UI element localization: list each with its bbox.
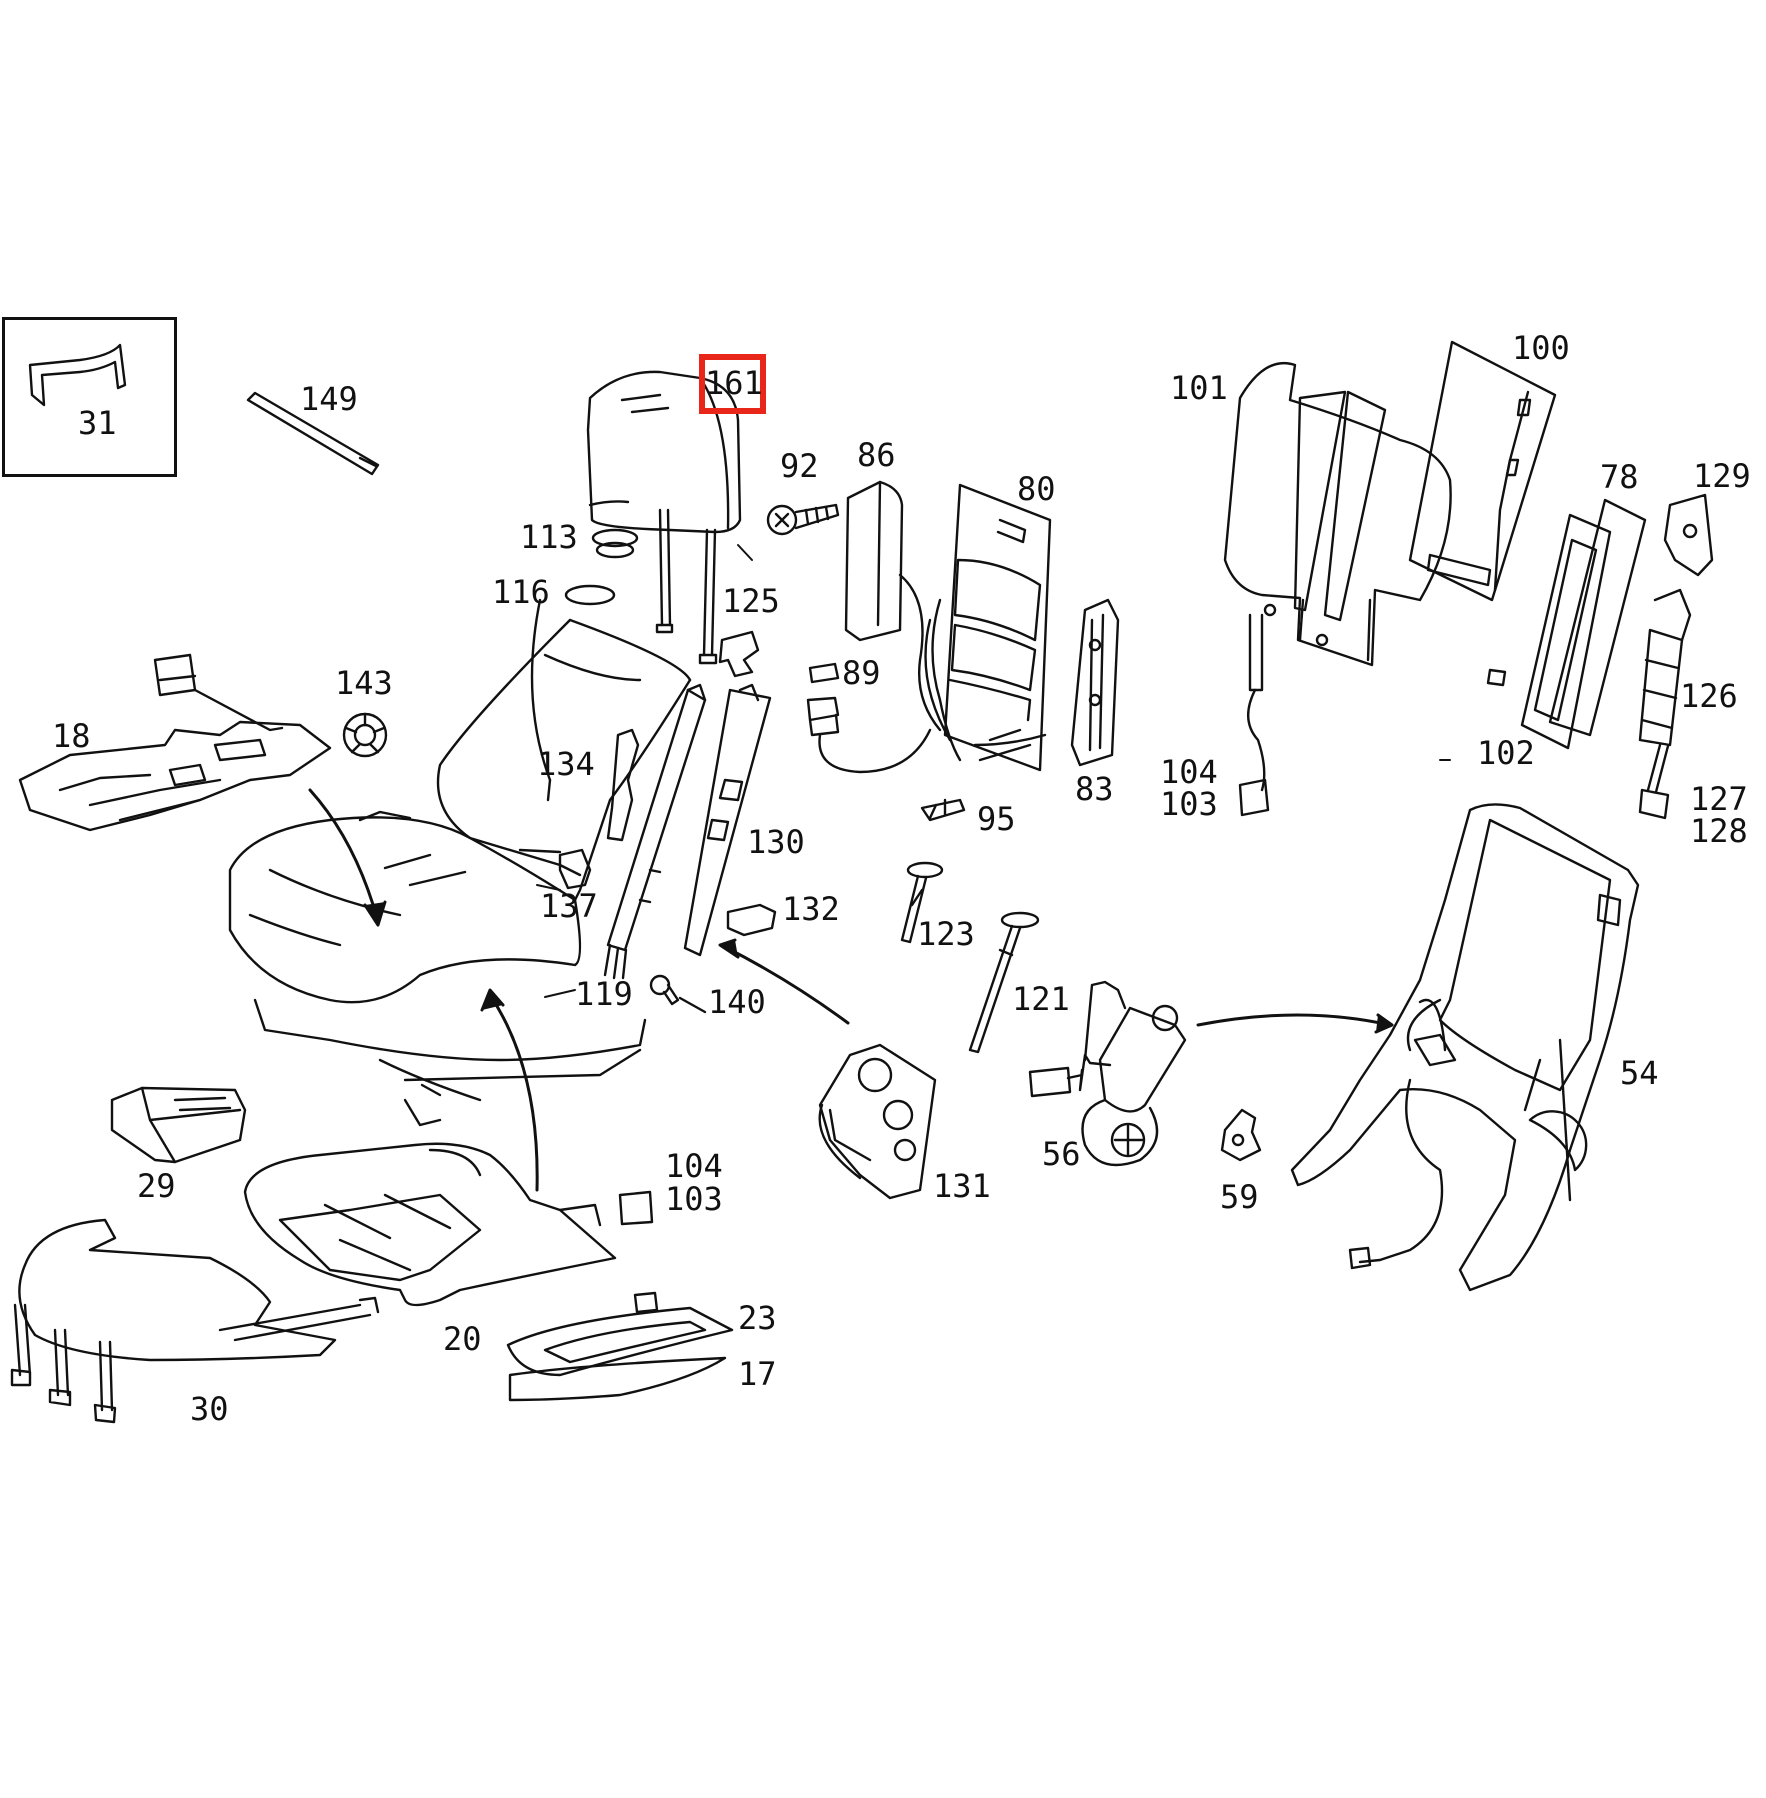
part-label-116[interactable]: 116 [492, 573, 550, 611]
highlight-box [699, 354, 766, 414]
part-label-103-upper[interactable]: 103 [1160, 785, 1218, 823]
part-101-cover [1223, 361, 1452, 817]
part-121-pin [968, 911, 1040, 1054]
part-label-101[interactable]: 101 [1170, 369, 1228, 407]
part-label-123[interactable]: 123 [917, 915, 975, 953]
part-29-housing [110, 1086, 247, 1164]
part-113-guide [588, 500, 639, 559]
part-label-100[interactable]: 100 [1512, 329, 1570, 367]
part-132-clip [726, 903, 777, 937]
seat-assembly [228, 598, 692, 1127]
part-label-140[interactable]: 140 [708, 983, 766, 1021]
part-134-bracket [606, 728, 640, 842]
part-140-bolt [649, 974, 707, 1014]
part-31-clip [28, 343, 127, 407]
part-92-screw [766, 503, 840, 536]
part-56-motor [1028, 980, 1187, 1167]
part-143-knob [342, 712, 388, 758]
part-label-131[interactable]: 131 [933, 1167, 991, 1205]
part-label-17[interactable]: 17 [738, 1355, 777, 1393]
part-17-pad [508, 1356, 727, 1402]
part-116-washer [564, 584, 616, 606]
part-label-103-lower[interactable]: 103 [665, 1180, 723, 1218]
part-20-pad [243, 1142, 654, 1307]
part-80-mat [924, 483, 1052, 772]
part-126-actuator [1638, 588, 1692, 820]
part-label-143[interactable]: 143 [335, 664, 393, 702]
part-label-161[interactable]: 161 [705, 364, 763, 402]
part-label-134[interactable]: 134 [537, 745, 595, 783]
part-label-104-lower[interactable]: 104 [665, 1147, 723, 1185]
part-86-module [844, 480, 942, 732]
part-label-92[interactable]: 92 [780, 447, 819, 485]
part-label-83[interactable]: 83 [1075, 770, 1114, 808]
part-label-59[interactable]: 59 [1220, 1178, 1259, 1216]
part-label-130[interactable]: 130 [747, 823, 805, 861]
assembly-arrows [308, 788, 1394, 1192]
part-label-31[interactable]: 31 [78, 404, 117, 442]
part-label-20[interactable]: 20 [443, 1320, 482, 1358]
part-137-bracket [558, 848, 592, 890]
part-label-125[interactable]: 125 [722, 582, 780, 620]
part-label-137[interactable]: 137 [540, 887, 598, 925]
part-119-rail [603, 683, 707, 980]
part-label-23[interactable]: 23 [738, 1299, 777, 1337]
part-125-clip [718, 630, 760, 678]
part-123-pin [900, 861, 944, 944]
part-label-102[interactable]: 102 [1477, 734, 1535, 772]
part-label-86[interactable]: 86 [857, 436, 896, 474]
part-label-113[interactable]: 113 [520, 518, 578, 556]
part-89-connector [806, 662, 1047, 774]
part-label-128[interactable]: 128 [1690, 812, 1748, 850]
part-83-bolster [1070, 598, 1120, 767]
part-label-80[interactable]: 80 [1017, 470, 1056, 508]
part-30-base [10, 1218, 380, 1424]
part-102-pad [1486, 513, 1612, 750]
leader-lines [536, 544, 1451, 998]
part-label-127[interactable]: 127 [1690, 780, 1748, 818]
part-label-129[interactable]: 129 [1693, 457, 1751, 495]
part-label-95[interactable]: 95 [977, 800, 1016, 838]
part-59-clip [1220, 1108, 1262, 1162]
part-129-bracket [1663, 493, 1714, 577]
part-label-29[interactable]: 29 [137, 1167, 176, 1205]
part-label-149[interactable]: 149 [300, 380, 358, 418]
part-label-119[interactable]: 119 [575, 975, 633, 1013]
part-161-headrest [586, 370, 742, 665]
part-54-frame [1290, 803, 1640, 1292]
part-label-30[interactable]: 30 [190, 1390, 229, 1428]
part-78-pad [1548, 498, 1647, 737]
part-label-104-upper[interactable]: 104 [1160, 753, 1218, 791]
part-130-rail [683, 683, 772, 957]
part-label-54[interactable]: 54 [1620, 1054, 1659, 1092]
part-31-inset-box [2, 317, 177, 477]
part-label-89[interactable]: 89 [842, 654, 881, 692]
part-label-126[interactable]: 126 [1680, 677, 1738, 715]
part-label-132[interactable]: 132 [782, 890, 840, 928]
part-label-56[interactable]: 56 [1042, 1135, 1081, 1173]
part-131-drive [818, 1043, 937, 1200]
part-95-pin [920, 798, 966, 822]
part-label-78[interactable]: 78 [1600, 458, 1639, 496]
part-label-121[interactable]: 121 [1012, 980, 1070, 1018]
part-23-heater [506, 1291, 734, 1377]
part-label-18[interactable]: 18 [52, 717, 91, 755]
part-18-switch-plate [18, 653, 332, 832]
part-149-rod [246, 391, 380, 476]
part-100-panel [1408, 340, 1557, 602]
